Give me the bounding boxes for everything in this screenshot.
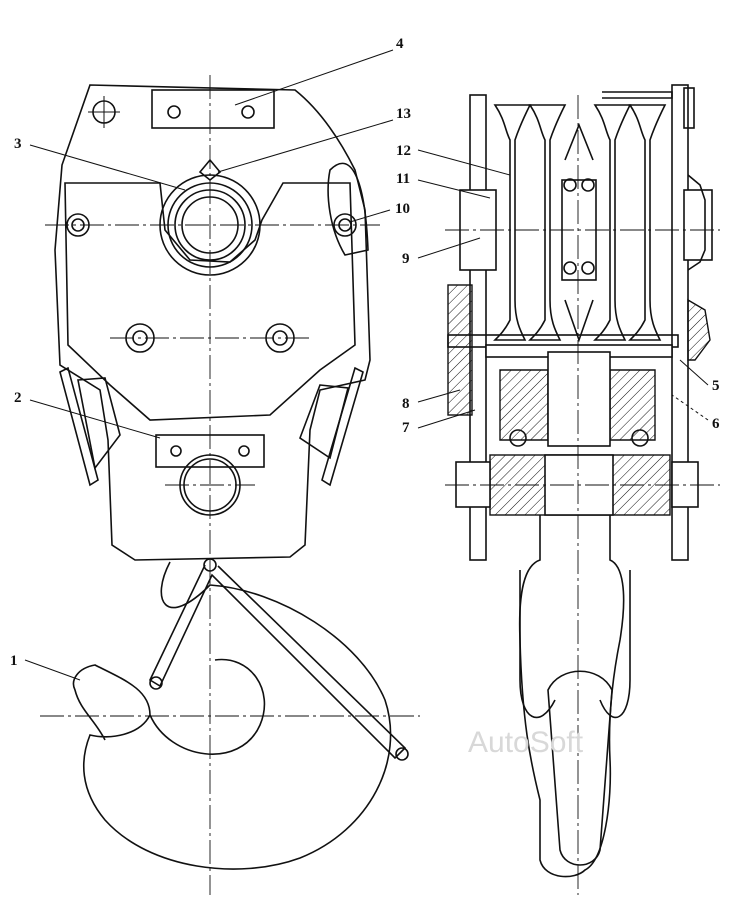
inner-window bbox=[64, 182, 356, 421]
crossbar-end-left bbox=[455, 461, 491, 508]
top-plate bbox=[151, 89, 275, 129]
side-plate bbox=[54, 84, 371, 561]
traverse-left bbox=[499, 369, 549, 441]
section-view bbox=[445, 84, 720, 895]
bolt bbox=[241, 105, 255, 119]
hook-tip-side bbox=[547, 670, 613, 866]
right-rod bbox=[321, 366, 364, 487]
hook-side-view bbox=[518, 515, 625, 878]
callout-11: 11 bbox=[396, 171, 410, 187]
hook-body bbox=[72, 561, 392, 870]
callout-13: 13 bbox=[396, 106, 411, 122]
sheave-group bbox=[493, 104, 667, 343]
right-bracket bbox=[299, 384, 350, 460]
safety-latch bbox=[148, 564, 407, 760]
watermark: AutoSoft bbox=[468, 726, 584, 759]
callout-7: 7 bbox=[402, 420, 410, 436]
left-rod bbox=[59, 366, 99, 487]
right-cheek bbox=[327, 162, 369, 256]
bolt bbox=[167, 105, 181, 119]
callout-10: 10 bbox=[395, 201, 410, 217]
callout-8: 8 bbox=[402, 396, 410, 412]
right-spacer bbox=[687, 298, 711, 361]
callout-labels: 4 13 3 10 2 1 12 11 9 8 7 5 6 bbox=[10, 36, 720, 669]
callout-9: 9 bbox=[402, 251, 410, 267]
latch-end bbox=[149, 676, 163, 690]
callout-6: 6 bbox=[712, 416, 720, 432]
crossbar-end-right bbox=[671, 461, 699, 508]
callout-5: 5 bbox=[712, 378, 720, 394]
leader-lines bbox=[24, 49, 709, 681]
callout-12: 12 bbox=[396, 143, 411, 159]
axle-end-right bbox=[683, 189, 713, 261]
callout-2: 2 bbox=[14, 390, 22, 406]
top-bracket bbox=[602, 91, 673, 99]
left-spacer bbox=[447, 284, 473, 416]
latch-end-2 bbox=[395, 747, 409, 761]
callout-3: 3 bbox=[14, 136, 22, 152]
callout-4: 4 bbox=[396, 36, 404, 52]
traverse-right bbox=[609, 369, 656, 441]
left-bracket bbox=[77, 377, 121, 470]
lock-pin bbox=[198, 158, 222, 182]
hook-nut bbox=[547, 351, 611, 447]
callout-1: 1 bbox=[10, 653, 18, 669]
front-view bbox=[40, 75, 420, 895]
